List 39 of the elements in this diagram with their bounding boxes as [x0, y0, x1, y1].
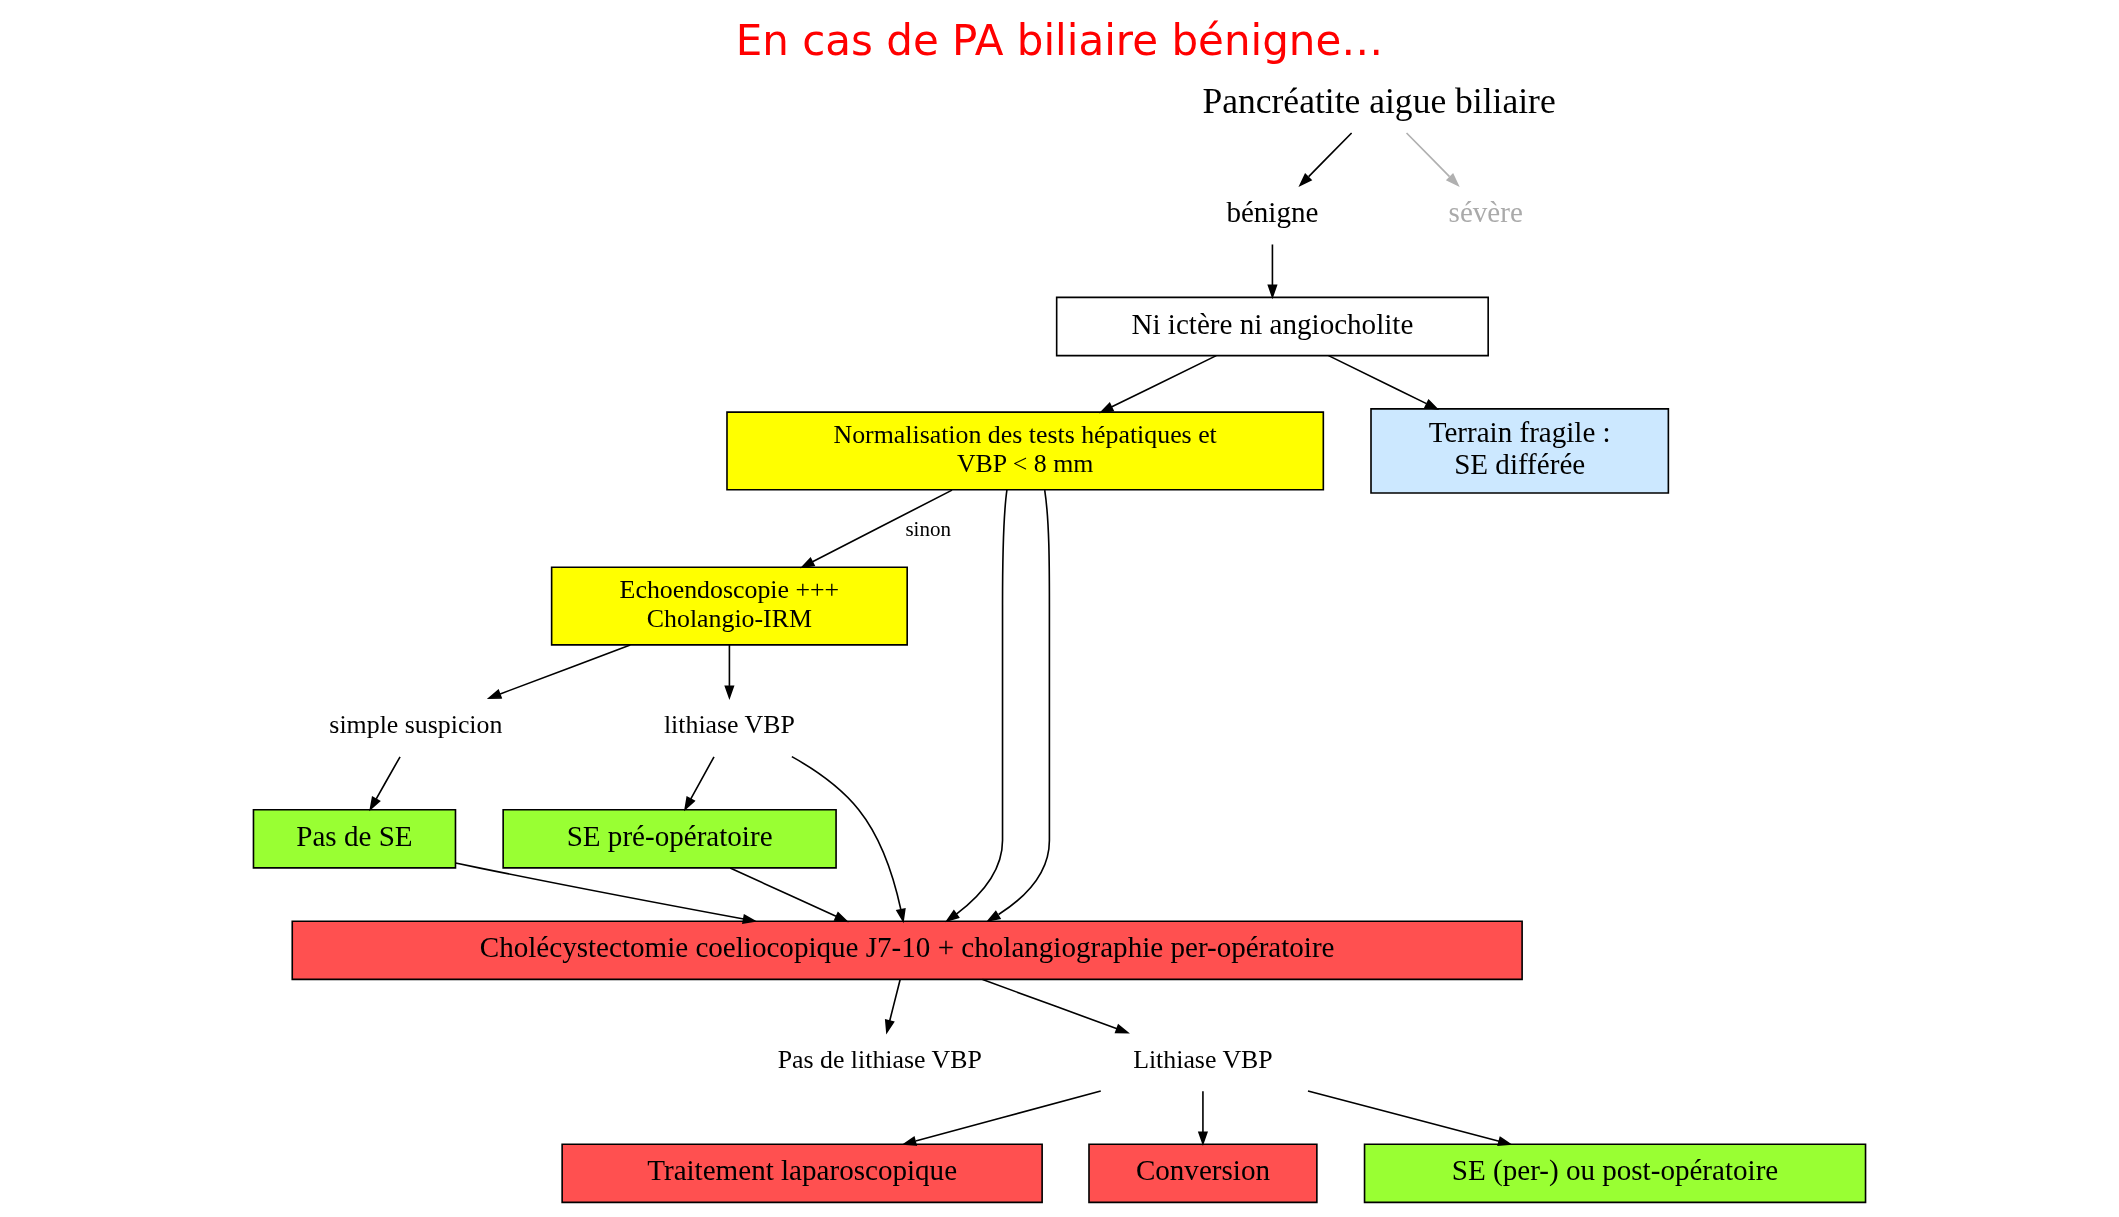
arrow: [683, 755, 715, 812]
node-text: Pancréatite aigue biliaire: [1202, 80, 1556, 121]
arrow: [945, 489, 1008, 923]
arrow: [791, 755, 906, 924]
arrow: [1267, 243, 1278, 300]
node-box: Pas de SE: [252, 808, 457, 869]
node-box: Ni ictère ni angiocholite: [1055, 296, 1489, 357]
arrow: [369, 755, 401, 812]
diagram-title: En cas de PA biliaire bénigne…: [735, 15, 1384, 65]
arrow: [1197, 1090, 1209, 1146]
arrow: [1307, 1090, 1513, 1146]
node-box: Terrain fragile : SE différée: [1370, 408, 1670, 494]
node-text: Pas de lithiase VBP: [777, 1044, 982, 1074]
node-text: lithiase VBP: [663, 710, 795, 740]
node-box: SE pré-opératoire: [502, 808, 837, 869]
arrow: [729, 867, 849, 923]
node-box: Cholécystectomie coeliocopique J7-10 + cholangiographie per-opératoire: [291, 920, 1523, 981]
node-box: SE (per-) ou post-opératoire: [1363, 1143, 1867, 1204]
arrow: [1327, 354, 1440, 410]
arrow: [1405, 132, 1460, 187]
edge-label: sinon: [905, 516, 951, 541]
arrow: [986, 489, 1051, 923]
arrow: [454, 862, 758, 924]
arrow: [981, 978, 1130, 1034]
node-box: Normalisation des tests hépatiques et VBP < 8 mm: [726, 411, 1325, 491]
node-box: Echoendoscopie +++ Cholangio-IRM: [550, 566, 908, 646]
arrow: [901, 1090, 1102, 1146]
arrow: [1298, 132, 1353, 187]
node-text: bénigne: [1226, 196, 1319, 229]
node-box: Traitement laparoscopique: [561, 1143, 1043, 1204]
arrow: [724, 644, 735, 700]
node-text: sévère: [1448, 196, 1523, 229]
node-text: simple suspicion: [329, 710, 503, 740]
arrow: [486, 644, 631, 699]
arrow: [884, 979, 901, 1035]
node-box: Conversion: [1088, 1143, 1318, 1204]
arrow: [1099, 354, 1218, 414]
node-text: Lithiase VBP: [1133, 1044, 1273, 1074]
arrow: [800, 489, 953, 569]
